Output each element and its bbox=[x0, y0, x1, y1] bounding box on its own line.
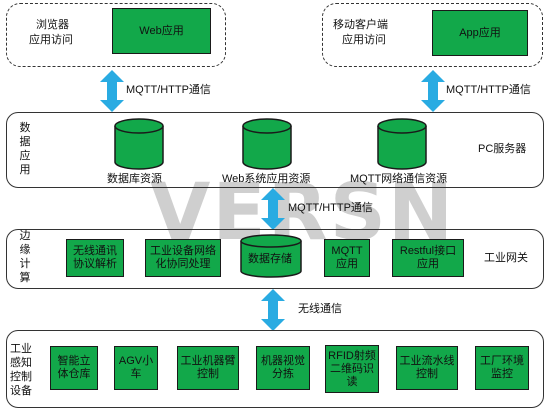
mobile-access-group bbox=[322, 3, 543, 67]
web-app-box: Web应用 bbox=[112, 8, 211, 54]
mqtt-resource-cylinder-icon bbox=[377, 118, 427, 170]
database-resource-label: 数据库资源 bbox=[107, 173, 162, 185]
machine-vision-box: 机器视觉分拣 bbox=[256, 346, 310, 390]
smart-warehouse-line1: 智能立 bbox=[57, 355, 91, 367]
data-storage-label: 数据存储 bbox=[248, 253, 292, 265]
edge-side-label-4: 算 bbox=[19, 272, 31, 284]
device-side-label-3: 控制 bbox=[10, 371, 32, 383]
double-arrow-icon bbox=[100, 70, 124, 112]
robot-arm-line1: 工业机器臂 bbox=[180, 355, 236, 367]
left-arrow-label: MQTT/HTTP通信 bbox=[126, 84, 211, 96]
data-storage-cylinder-icon bbox=[240, 234, 302, 278]
protocol-parse-line2: 协议解析 bbox=[73, 258, 117, 270]
agv-line2: 车 bbox=[130, 368, 142, 380]
device-layer bbox=[6, 330, 544, 408]
restful-app-line2: 应用 bbox=[417, 258, 439, 270]
restful-app-line1: Restful接口 bbox=[399, 245, 457, 257]
edge-layer-title: 工业网关 bbox=[484, 252, 528, 264]
app-label: App应用 bbox=[459, 26, 501, 39]
web-app-label: Web应用 bbox=[139, 24, 184, 37]
browser-label-line2: 应用访问 bbox=[29, 34, 73, 46]
browser-access-group bbox=[6, 3, 226, 67]
wireless-arrow-label: 无线通信 bbox=[298, 303, 342, 315]
factory-env-line2: 监控 bbox=[491, 368, 513, 380]
smart-warehouse-box: 智能立体仓库 bbox=[50, 346, 98, 390]
pc-server-layer bbox=[6, 112, 544, 188]
network-collab-line1: 工业设备网络 bbox=[150, 245, 216, 257]
assembly-line-line2: 控制 bbox=[416, 368, 438, 380]
agv-line1: AGV小 bbox=[118, 355, 154, 367]
network-collab-line2: 化协同处理 bbox=[155, 258, 211, 270]
edge-side-label-1: 边 bbox=[19, 230, 31, 242]
mqtt-resource-label: MQTT网络通信资源 bbox=[350, 173, 448, 185]
device-side-label-4: 设备 bbox=[10, 385, 32, 397]
robot-arm-line2: 控制 bbox=[197, 368, 219, 380]
device-side-label-1: 工业 bbox=[10, 343, 32, 355]
rfid-line3: 读 bbox=[346, 375, 358, 388]
assembly-line-line1: 工业流水线 bbox=[399, 355, 455, 367]
network-collab-box: 工业设备网络化协同处理 bbox=[145, 239, 221, 277]
factory-env-box: 工厂环境监控 bbox=[475, 346, 529, 390]
robot-arm-box: 工业机器臂控制 bbox=[177, 346, 239, 390]
browser-label-line1: 浏览器 bbox=[36, 19, 69, 31]
restful-app-box: Restful接口应用 bbox=[392, 239, 464, 277]
app-box: App应用 bbox=[432, 10, 528, 56]
web-resource-cylinder-icon bbox=[242, 118, 292, 170]
double-arrow-icon bbox=[261, 188, 285, 230]
device-side-label-2: 感知 bbox=[10, 357, 32, 369]
database-cylinder-icon bbox=[114, 118, 164, 170]
right-arrow-label: MQTT/HTTP通信 bbox=[446, 84, 531, 96]
rfid-line2: 二维码识 bbox=[329, 362, 374, 375]
assembly-line-box: 工业流水线控制 bbox=[396, 346, 458, 390]
machine-vision-line1: 机器视觉 bbox=[261, 355, 305, 367]
protocol-parse-line1: 无线通讯 bbox=[73, 245, 117, 257]
rfid-box: RFID射频二维码识读 bbox=[325, 345, 379, 393]
mqtt-app-line1: MQTT bbox=[331, 245, 363, 257]
pc-side-label-1: 数 bbox=[19, 122, 31, 134]
mqtt-app-line2: 应用 bbox=[335, 258, 358, 270]
double-arrow-icon bbox=[261, 289, 285, 331]
double-arrow-icon bbox=[421, 70, 445, 112]
pc-side-label-2: 据 bbox=[19, 136, 31, 148]
mobile-label-line2: 应用访问 bbox=[342, 34, 386, 46]
agv-box: AGV小车 bbox=[114, 346, 158, 390]
protocol-parse-box: 无线通讯协议解析 bbox=[66, 239, 124, 277]
smart-warehouse-line2: 体仓库 bbox=[57, 368, 91, 380]
pc-side-label-4: 用 bbox=[19, 164, 31, 176]
pc-layer-title: PC服务器 bbox=[478, 143, 527, 155]
edge-side-label-3: 计 bbox=[19, 258, 31, 270]
factory-env-line1: 工厂环境 bbox=[480, 355, 524, 367]
edge-side-label-2: 缘 bbox=[19, 244, 31, 256]
edge-computing-layer bbox=[6, 229, 544, 289]
middle-arrow-label: MQTT/HTTP通信 bbox=[288, 202, 373, 214]
mobile-label-line1: 移动客户端 bbox=[333, 19, 388, 31]
web-resource-label: Web系统应用资源 bbox=[222, 173, 311, 185]
machine-vision-line2: 分拣 bbox=[272, 368, 294, 380]
pc-side-label-3: 应 bbox=[19, 150, 31, 162]
rfid-line1: RFID射频 bbox=[328, 349, 376, 362]
